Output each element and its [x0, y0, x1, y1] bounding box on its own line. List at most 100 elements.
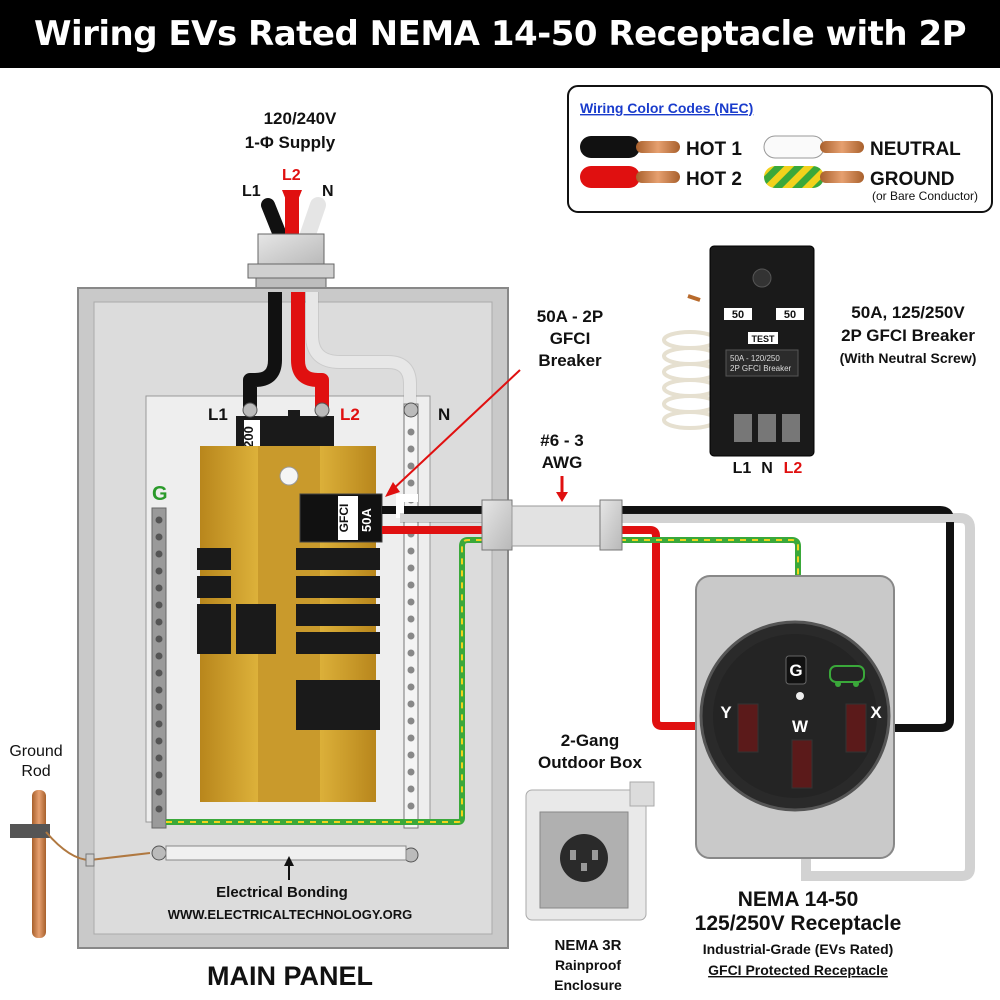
outdoor-box	[525, 781, 655, 921]
terminal-screw	[407, 734, 415, 742]
ground-wire-sample	[764, 166, 864, 188]
terminal-screw	[407, 632, 415, 640]
terminal-screw	[407, 547, 415, 555]
ev-car-icon	[829, 665, 865, 687]
terminal-screw	[407, 581, 415, 589]
gfci-rating-text1: 50A - 120/250	[730, 354, 780, 363]
terminal-screw	[155, 669, 163, 677]
arrow-icon	[385, 482, 400, 497]
terminal-screw	[155, 754, 163, 762]
cable-connector	[481, 499, 623, 551]
terminal-screw	[407, 751, 415, 759]
hot2-wire-sample	[580, 166, 680, 188]
gfci-caption-line3: (With Neutral Screw)	[840, 350, 977, 366]
ground-rod	[10, 790, 151, 938]
outdoor-box-cap1: NEMA 3R	[555, 937, 622, 954]
callout-breaker-line3: Breaker	[538, 351, 602, 370]
terminal-screw	[407, 445, 415, 453]
panel-gfci-label: GFCI	[337, 504, 351, 533]
terminal-screw	[407, 615, 415, 623]
terminal-screw	[407, 598, 415, 606]
terminal-screw	[155, 618, 163, 626]
supply-phase: 1-Φ Supply	[245, 133, 336, 152]
terminal-screw	[407, 768, 415, 776]
neutral-pigtail	[662, 294, 718, 430]
terminal-screw	[155, 686, 163, 694]
legend-neutral: NEUTRAL	[870, 139, 961, 160]
gfci-terminal-l2: L2	[784, 460, 803, 477]
legend-heading: Wiring Color Codes (NEC)	[580, 100, 753, 116]
panel-n: N	[438, 405, 450, 424]
terminal-screw	[407, 462, 415, 470]
gfci-rating-text2: 2P GFCI Breaker	[730, 364, 792, 373]
receptacle-subtitle: 125/250V Receptacle	[695, 912, 902, 935]
terminal-screw	[407, 683, 415, 691]
terminal-screw	[155, 771, 163, 779]
outdoor-box-cap3: Enclosure	[554, 977, 622, 993]
ground-rod-line1: Ground	[9, 743, 62, 760]
panel-g: G	[152, 483, 168, 505]
panel-l2: L2	[340, 405, 360, 424]
terminal-screw	[407, 428, 415, 436]
outdoor-box-line1: 2-Gang	[561, 731, 620, 750]
outdoor-box-cap2: Rainproof	[555, 957, 621, 973]
branch-breakers	[197, 548, 380, 730]
outdoor-box-line2: Outdoor Box	[538, 753, 642, 772]
terminal-screw	[407, 717, 415, 725]
legend-hot1: HOT 1	[686, 139, 742, 160]
legend-ground-note: (or Bare Conductor)	[872, 189, 978, 203]
receptacle-x: X	[870, 703, 882, 722]
supply-l1: L1	[242, 183, 261, 200]
bonding-strap	[165, 845, 407, 880]
receptacle-g: G	[789, 661, 802, 680]
callout-breaker-line1: 50A - 2P	[537, 307, 603, 326]
terminal-screw	[407, 666, 415, 674]
lightbulb-icon	[279, 466, 299, 486]
panel-name: MAIN PANEL	[207, 961, 373, 991]
legend-ground: GROUND	[870, 169, 954, 190]
neutral-wire-sample	[763, 135, 864, 159]
website-label: WWW.ELECTRICALTECHNOLOGY.ORG	[168, 907, 413, 922]
terminal-screw	[155, 533, 163, 541]
panel-l1: L1	[208, 405, 228, 424]
gfci-test-button[interactable]	[748, 332, 778, 344]
bonding-label: Electrical Bonding	[216, 884, 348, 901]
terminal-screw	[155, 703, 163, 711]
panel-gfci-breaker: GFCI 50A	[299, 493, 383, 543]
gfci-caption-line2: 2P GFCI Breaker	[841, 326, 975, 345]
terminal-screw	[155, 550, 163, 558]
gfci-pole1: 50	[732, 309, 744, 321]
terminal-screw	[407, 564, 415, 572]
supply-l2: L2	[282, 167, 301, 184]
terminal-screw	[155, 788, 163, 796]
receptacle-y: Y	[720, 703, 732, 722]
ground-rod-line2: Rod	[21, 763, 50, 780]
gfci-breaker-device: 50 50 TEST 50A - 120/250 2P GFCI Breaker	[662, 245, 815, 457]
panel-gfci-rating: 50A	[359, 507, 374, 531]
page-title: Wiring EVs Rated NEMA 14-50 Receptacle w…	[0, 0, 1000, 122]
cable-awg: AWG	[542, 453, 583, 472]
terminal-screw	[155, 635, 163, 643]
terminal-screw	[407, 479, 415, 487]
terminal-screw	[155, 720, 163, 728]
terminal-screw	[155, 584, 163, 592]
terminal-screw	[407, 649, 415, 657]
receptacle-title: NEMA 14-50	[738, 888, 859, 911]
wire-color-legend: Wiring Color Codes (NEC) HOT 1 HOT 2 NEU…	[567, 85, 993, 213]
nema-14-50-receptacle	[695, 575, 895, 859]
gfci-caption-line1: 50A, 125/250V	[851, 303, 965, 322]
receptacle-protection: GFCI Protected Receptacle	[708, 962, 888, 978]
terminal-screw	[155, 516, 163, 524]
receptacle-w: W	[792, 717, 809, 736]
gfci-terminal-n: N	[761, 460, 773, 477]
lightbulb-icon	[796, 692, 804, 700]
supply-n: N	[322, 183, 334, 200]
main-breaker-rating: 200	[241, 426, 256, 448]
terminal-screw	[407, 785, 415, 793]
terminal-screw	[407, 700, 415, 708]
terminal-screw	[155, 805, 163, 813]
terminal-screw	[155, 601, 163, 609]
legend-hot2: HOT 2	[686, 169, 742, 190]
lightbulb-icon	[752, 268, 772, 288]
